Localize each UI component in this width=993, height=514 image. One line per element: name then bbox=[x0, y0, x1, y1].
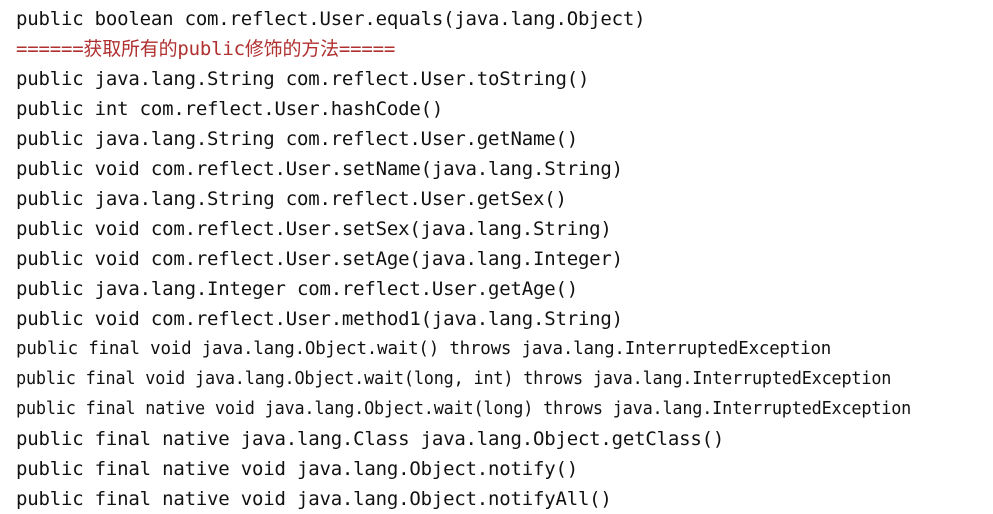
console-line: public final void java.lang.Object.wait(… bbox=[16, 368, 892, 389]
console-line: public java.lang.String com.reflect.User… bbox=[16, 68, 590, 90]
console-line: public final native java.lang.Class java… bbox=[16, 428, 725, 450]
console-line: public java.lang.String com.reflect.User… bbox=[16, 128, 578, 150]
console-line: public void com.reflect.User.method1(jav… bbox=[16, 308, 623, 330]
console-line: public void com.reflect.User.setAge(java… bbox=[16, 248, 623, 270]
console-line: public final native void java.lang.Objec… bbox=[16, 398, 912, 419]
console-line: public final native void java.lang.Objec… bbox=[16, 488, 612, 510]
console-line: public int com.reflect.User.hashCode() bbox=[16, 98, 444, 120]
console-line: public void com.reflect.User.setSex(java… bbox=[16, 218, 612, 240]
console-line: public void com.reflect.User.setName(jav… bbox=[16, 158, 623, 180]
console-line: public java.lang.String com.reflect.User… bbox=[16, 188, 567, 210]
console-line: public boolean com.reflect.User.equals(j… bbox=[16, 8, 646, 30]
console-line: public final void java.lang.Object.wait(… bbox=[16, 338, 832, 359]
console-line: public java.lang.Integer com.reflect.Use… bbox=[16, 278, 578, 300]
console-line: public final native void java.lang.Objec… bbox=[16, 458, 578, 480]
console-line: ======获取所有的public修饰的方法===== bbox=[16, 38, 396, 60]
